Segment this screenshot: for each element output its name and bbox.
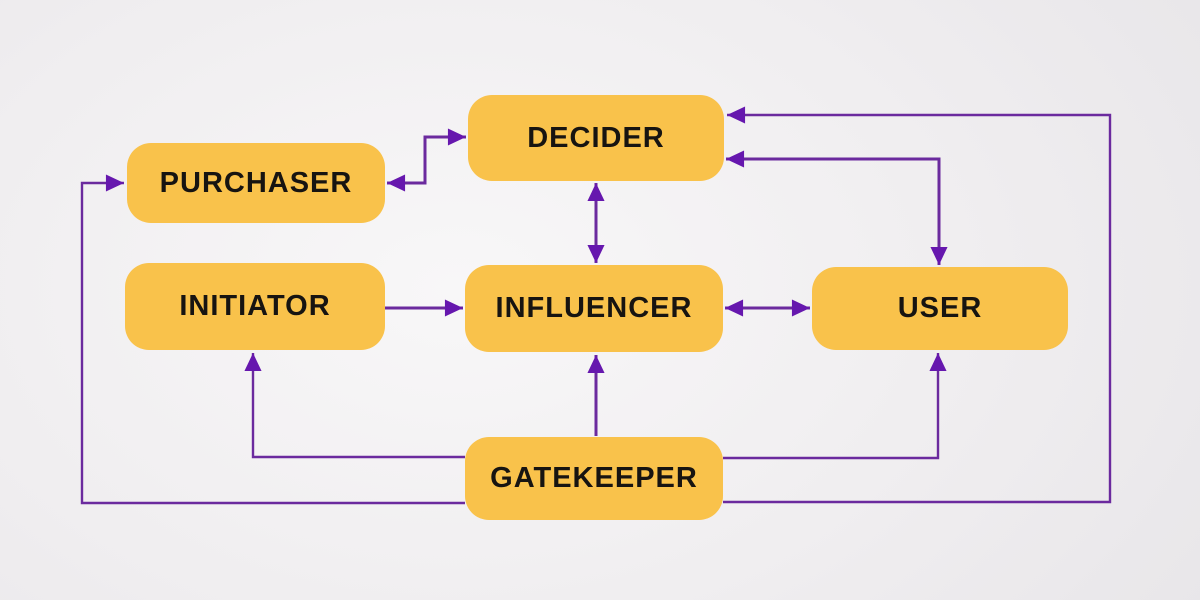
connector-gatekeeper-purchaser [80, 174, 465, 505]
connector-purchaser-decider [387, 128, 466, 192]
node-decider-label: DECIDER [527, 121, 665, 154]
node-purchaser-label: PURCHASER [159, 166, 353, 199]
node-gatekeeper: GATEKEEPER [465, 437, 723, 520]
connector-gatekeeper-user [723, 353, 947, 460]
connector-gatekeeper-decider [723, 106, 1112, 504]
node-influencer: INFLUENCER [465, 265, 723, 352]
node-user: USER [812, 267, 1068, 350]
node-purchaser: PURCHASER [127, 143, 385, 223]
node-gatekeeper-label: GATEKEEPER [490, 462, 698, 494]
node-initiator-label: INITIATOR [179, 290, 331, 322]
connector-gatekeeper-initiator [244, 353, 465, 459]
node-initiator: INITIATOR [125, 263, 385, 350]
connector-decider-user [726, 150, 948, 265]
node-influencer-label: INFLUENCER [495, 292, 693, 324]
node-user-label: USER [897, 292, 983, 324]
node-decider: DECIDER [468, 95, 724, 181]
